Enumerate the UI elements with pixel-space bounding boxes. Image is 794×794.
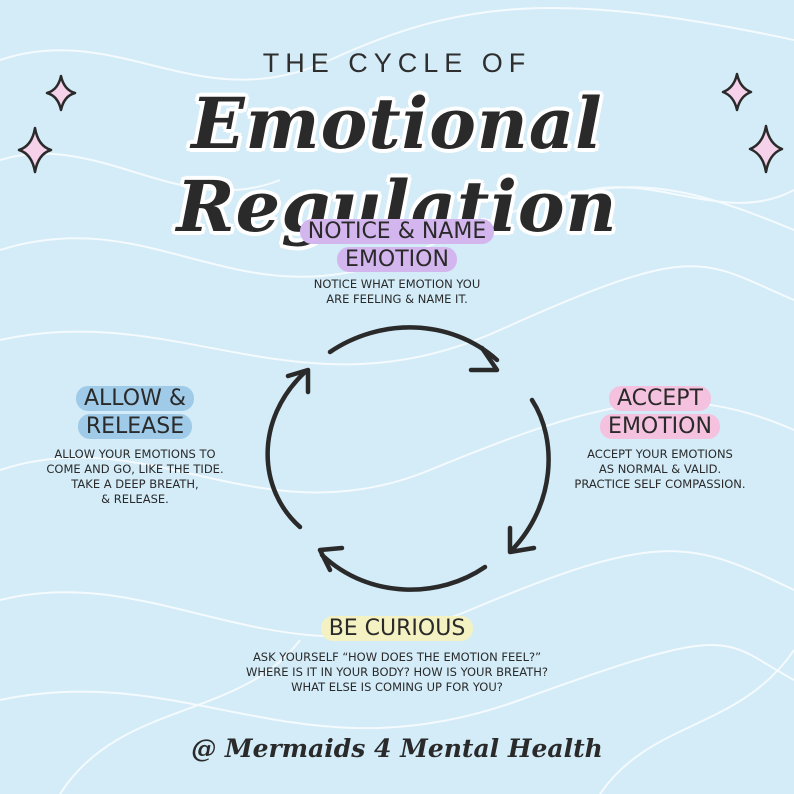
arrow-top [327, 325, 500, 363]
step-curious-heading: BE CURIOUS [247, 615, 547, 643]
sparkle-icon [17, 126, 53, 174]
step-accept-heading-line1: ACCEPT [609, 386, 711, 411]
step-allow-heading-line1: ALLOW & [76, 386, 194, 411]
step-allow-heading: ALLOW & RELEASE [40, 385, 230, 441]
step-notice-heading-line1: NOTICE & NAME [299, 219, 495, 244]
header-kicker: THE CYCLE OF [262, 48, 532, 78]
step-curious-heading-text: BE CURIOUS [320, 616, 474, 641]
arrow-right [509, 397, 551, 553]
step-allow-description: ALLOW YOUR EMOTIONS TO COME AND GO, LIKE… [46, 447, 224, 506]
arrow-bottom [319, 552, 488, 592]
sparkle-icon [748, 124, 784, 174]
step-notice-heading: NOTICE & NAME EMOTION [247, 218, 547, 274]
sparkle-icon [45, 74, 77, 112]
step-accept-heading: ACCEPT EMOTION [560, 385, 760, 441]
footer-credit: @ Mermaids 4 Mental Health [191, 734, 603, 763]
step-notice-heading-line2: EMOTION [337, 247, 457, 272]
step-accept-heading-line2: EMOTION [600, 414, 720, 439]
step-notice-description: NOTICE WHAT EMOTION YOU ARE FEELING & NA… [313, 277, 481, 306]
arrow-left [265, 369, 308, 530]
step-allow-heading-line2: RELEASE [77, 414, 193, 439]
sparkle-icon [721, 72, 753, 112]
step-curious-description: ASK YOURSELF “HOW DOES THE EMOTION FEEL?… [245, 650, 548, 694]
step-accept-description: ACCEPT YOUR EMOTIONS AS NORMAL & VALID. … [574, 447, 746, 491]
